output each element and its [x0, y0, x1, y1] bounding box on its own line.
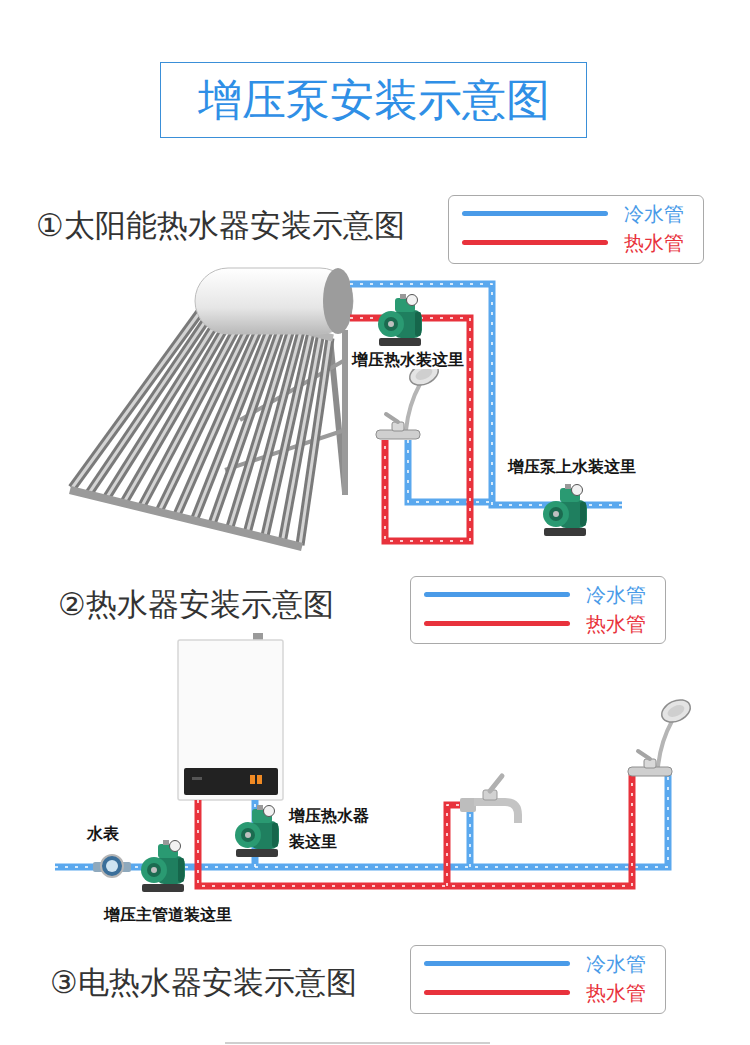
flow-marks	[55, 772, 668, 867]
pump-icon	[378, 294, 422, 346]
display-mark	[192, 777, 202, 780]
callout-label: 增压热水装这里	[350, 350, 466, 369]
legend-swatch	[424, 990, 570, 995]
hot-pipe	[198, 772, 632, 886]
legend-label: 冷水管	[586, 583, 646, 607]
section-heading: ①太阳能热水器安装示意图	[36, 207, 405, 244]
vacuum-tubes	[72, 305, 330, 545]
tank-end	[323, 268, 353, 334]
shower-icon	[628, 696, 694, 776]
legend-swatch	[424, 621, 570, 626]
bottom-rule	[225, 1042, 490, 1044]
display-digit	[250, 775, 255, 784]
pump-icon	[141, 840, 185, 892]
vacuum-tubes	[72, 305, 330, 545]
shower-icon	[376, 359, 442, 439]
water-tank	[195, 268, 353, 334]
section-heading: ③电热水器安装示意图	[50, 964, 357, 1001]
solar-heater	[70, 268, 353, 547]
cold-pipe	[55, 772, 668, 867]
legend-swatch	[424, 592, 570, 597]
heater-body	[178, 640, 283, 800]
callout-label: 增压泵上水装这里	[506, 457, 638, 476]
faucet-icon	[460, 776, 518, 823]
pump-icon	[235, 805, 279, 857]
title-box: 增压泵安装示意图	[160, 62, 587, 138]
flow-marks	[350, 318, 470, 541]
legend-swatch	[462, 211, 608, 216]
callout-label: 增压主管道装这里	[102, 905, 234, 924]
pipes-1	[350, 284, 622, 541]
callout-label: 水表	[85, 824, 121, 843]
faucet-base	[460, 798, 476, 812]
hot-pipe	[350, 318, 470, 541]
frame-leg	[342, 330, 348, 495]
heater-display	[184, 768, 278, 795]
meter-dial	[106, 860, 118, 872]
legend-label: 热水管	[586, 981, 646, 1005]
water-meter	[93, 855, 131, 877]
legend-label: 热水管	[586, 612, 646, 636]
legend-label: 热水管	[624, 231, 684, 255]
flow-marks	[198, 772, 632, 886]
pump-icon	[543, 484, 587, 536]
faucet-spout	[474, 802, 518, 823]
legend-swatch	[424, 961, 570, 966]
faucet-handle	[490, 776, 502, 791]
gas-heater	[178, 633, 283, 800]
page-title: 增压泵安装示意图	[198, 78, 550, 122]
legend-label: 冷水管	[586, 952, 646, 976]
meter-body	[101, 855, 123, 877]
callout-label: 增压热水器 装这里	[287, 803, 387, 854]
section-heading: ②热水器安装示意图	[58, 586, 334, 623]
tube-rail	[70, 490, 302, 547]
legend-label: 冷水管	[624, 202, 684, 226]
display-digit	[257, 775, 262, 784]
legend-swatch	[462, 240, 608, 245]
